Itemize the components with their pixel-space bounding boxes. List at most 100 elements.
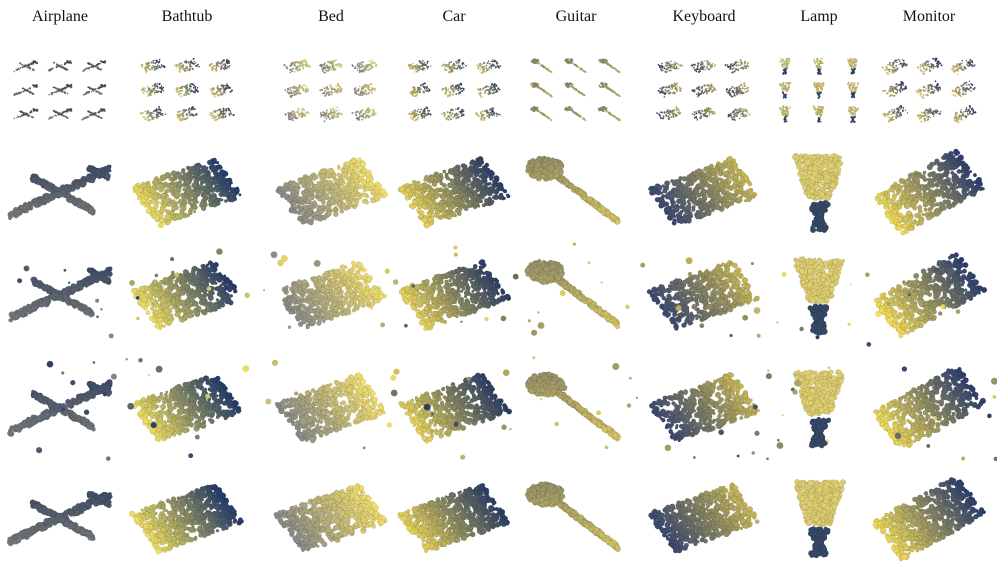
point-cloud-car-row-0 [477,83,500,98]
point-cloud-monitor-row-0 [917,108,941,123]
point-cloud-keyboard-row-1 [648,156,757,225]
point-cloud-bathtub-row-1 [133,158,242,228]
point-cloud-lamp-row-0 [780,58,791,75]
point-cloud-guitar-row-0 [564,58,586,73]
point-cloud-bathtub-row-0 [209,59,231,72]
point-cloud-guitar-row-0 [565,82,586,96]
point-cloud-guitar-row-0 [598,106,621,121]
point-cloud-airplane-row-3 [7,361,117,461]
point-cloud-bathtub-row-2 [129,248,250,330]
point-cloud-guitar-row-0 [531,58,553,72]
point-cloud-keyboard-row-0 [691,84,716,98]
point-cloud-monitor-row-0 [882,81,907,97]
point-cloud-car-row-0 [476,59,501,73]
point-cloud-lamp-row-3 [753,366,844,448]
point-cloud-lamp-row-0 [779,82,791,99]
point-cloud-monitor-row-0 [882,105,908,123]
point-cloud-bathtub-row-0 [174,58,200,73]
point-cloud-guitar-row-3 [509,356,631,449]
point-cloud-airplane-row-0 [82,60,106,72]
point-cloud-keyboard-row-4 [648,483,759,554]
point-cloud-bed-row-0 [319,60,342,74]
point-cloud-bed-row-0 [285,108,310,121]
point-cloud-lamp-row-0 [848,106,859,123]
point-cloud-airplane-row-0 [14,60,38,72]
point-cloud-guitar-row-0 [530,106,552,121]
point-cloud-monitor-row-0 [954,105,977,123]
point-cloud-airplane-row-0 [81,108,105,120]
point-cloud-lamp-row-0 [847,58,858,74]
point-cloud-car-row-0 [441,107,464,121]
point-cloud-keyboard-row-0 [726,82,749,97]
point-cloud-guitar-row-0 [599,82,621,97]
point-cloud-keyboard-row-0 [658,83,682,98]
point-cloud-bathtub-row-0 [141,59,166,73]
point-cloud-monitor-row-0 [915,80,941,98]
point-cloud-guitar-row-1 [525,156,620,225]
point-cloud-keyboard-row-2 [647,257,761,337]
point-cloud-keyboard-row-3 [636,370,772,461]
point-cloud-monitor-row-0 [882,59,908,75]
point-cloud-bed-row-2 [263,251,398,329]
point-cloud-airplane-row-0 [48,108,72,119]
point-cloud-bed-row-0 [320,107,343,122]
point-cloud-bed-row-0 [352,59,378,73]
point-cloud-keyboard-row-0 [658,61,683,73]
point-cloud-lamp-row-0 [813,58,823,75]
point-cloud-monitor-row-1 [875,149,985,235]
point-cloud-bathtub-row-0 [177,106,198,121]
point-cloud-airplane-row-0 [14,108,38,119]
point-cloud-airplane-row-0 [14,84,38,96]
point-cloud-keyboard-row-0 [691,60,716,73]
point-cloud-bed-row-0 [283,59,310,73]
point-cloud-airplane-row-2 [0,264,114,339]
point-cloud-bathtub-row-0 [176,83,199,97]
point-cloud-keyboard-row-0 [728,108,751,121]
point-cloud-car-row-2 [385,245,519,330]
point-cloud-airplane-row-0 [48,84,72,96]
point-cloud-airplane-row-1 [8,165,112,220]
point-cloud-car-row-4 [398,483,510,553]
point-cloud-bathtub-row-0 [210,83,233,97]
point-cloud-bed-row-1 [276,158,388,226]
point-cloud-guitar-row-2 [525,242,645,335]
point-cloud-lamp-row-2 [751,257,882,340]
point-cloud-airplane-row-0 [48,60,72,71]
point-cloud-monitor-row-3 [873,366,997,461]
point-cloud-lamp-row-0 [779,106,791,123]
point-cloud-bathtub-row-0 [210,108,235,121]
point-cloud-keyboard-row-0 [656,106,680,120]
point-cloud-car-row-0 [441,83,464,98]
point-cloud-airplane-row-0 [83,84,106,96]
point-cloud-bed-row-0 [354,83,376,96]
point-cloud-bed-row-0 [352,107,377,121]
point-cloud-lamp-row-4 [794,479,845,558]
point-cloud-bathtub-row-0 [141,83,164,97]
point-cloud-bed-row-3 [265,360,396,450]
point-cloud-car-row-0 [410,82,431,97]
point-cloud-monitor-row-2 [865,252,987,346]
point-cloud-bed-row-0 [285,84,309,98]
point-cloud-bathtub-row-3 [125,358,249,458]
point-cloud-bed-row-0 [320,83,343,97]
point-cloud-lamp-row-0 [813,82,824,99]
point-cloud-guitar-row-0 [598,59,620,73]
point-cloud-car-row-0 [475,107,501,121]
point-cloud-guitar-row-0 [564,106,586,121]
point-cloud-guitar-row-0 [530,82,552,97]
point-cloud-guitar-row-4 [525,482,620,552]
point-cloud-monitor-row-4 [873,477,986,561]
point-cloud-keyboard-row-0 [692,107,716,121]
point-cloud-bathtub-row-0 [140,106,166,121]
point-cloud-car-row-1 [398,156,510,228]
point-cloud-lamp-row-0 [847,82,859,98]
point-cloud-car-row-0 [408,60,431,72]
point-cloud-car-row-0 [441,59,466,73]
point-cloud-bed-row-4 [274,483,387,552]
point-cloud-lamp-row-1 [792,153,843,233]
point-cloud-monitor-row-0 [952,81,976,97]
point-cloud-monitor-row-0 [917,58,942,75]
point-cloud-car-row-3 [391,369,512,460]
point-cloud-monitor-row-0 [951,59,975,74]
